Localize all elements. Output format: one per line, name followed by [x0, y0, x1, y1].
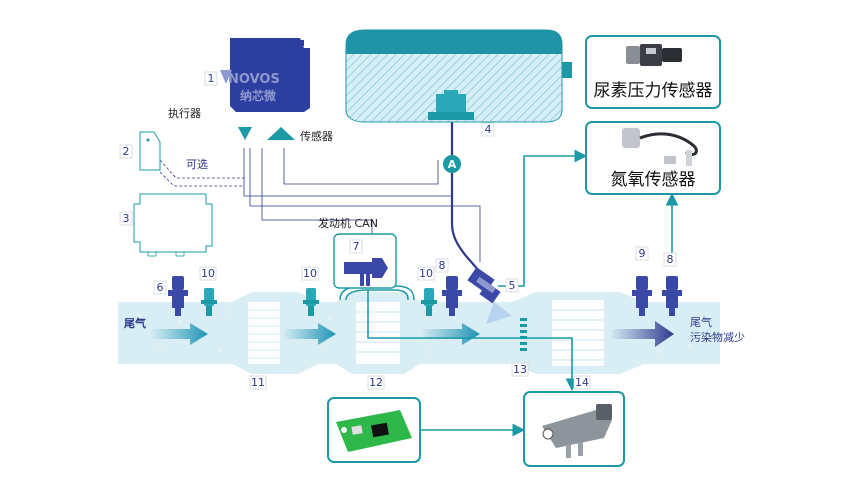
- tag-1: 1: [208, 72, 215, 85]
- tag-7: 7: [353, 240, 360, 253]
- tag-10-b: 10: [303, 267, 317, 280]
- optional-module: [139, 131, 161, 171]
- doc-substrate: [248, 302, 280, 364]
- scr-substrate: [552, 300, 604, 366]
- sensor-8-a: [442, 276, 462, 316]
- sensor-10-b: [303, 288, 319, 316]
- pcb-board-image: [336, 410, 412, 452]
- sensor-10-c: [421, 288, 437, 316]
- urea-pressure-label: 尿素压力传感器: [594, 81, 713, 101]
- sensor-6: [168, 276, 188, 316]
- tag-5: 5: [509, 279, 516, 292]
- urea-line: [450, 118, 481, 273]
- urea-tank: [345, 29, 572, 123]
- point-a: A: [443, 155, 461, 173]
- tag-10-c: 10: [419, 267, 433, 280]
- tag-14: 14: [575, 376, 589, 389]
- sensor-9: [632, 276, 652, 316]
- actuator-arrow-icon: [238, 127, 252, 140]
- signal-lines: [159, 148, 481, 262]
- sensor-arrow-icon: [267, 127, 295, 140]
- dp-sensor-product-box: [523, 391, 625, 467]
- tag-6: 6: [157, 281, 164, 294]
- tag-13: 13: [513, 363, 527, 376]
- svg-text:A: A: [448, 158, 457, 171]
- exhaust-out-label-2: 污染物减少: [690, 330, 745, 344]
- number-tags: 1 2 3 4 5 6 7 8 8 9 10 10 10 11 12 13 14: [119, 71, 677, 390]
- brand-logo-text: NOVOS: [228, 72, 280, 87]
- engine-can-label: 发动机 CAN: [318, 216, 378, 230]
- sensor-label: 传感器: [300, 130, 333, 143]
- tag-12: 12: [369, 376, 383, 389]
- tag-3: 3: [123, 212, 130, 225]
- actuator-label: 执行器: [168, 106, 201, 120]
- tag-11: 11: [251, 376, 265, 389]
- dpf-substrate: [356, 302, 400, 364]
- optional-label: 可选: [186, 158, 208, 171]
- urea-doser: [467, 267, 512, 324]
- sensor-8-b: [662, 276, 682, 316]
- teal-links: [367, 149, 679, 437]
- urea-pressure-sensor-box: 尿素压力传感器: [585, 35, 721, 109]
- tag-9: 9: [639, 247, 646, 260]
- exhaust-in-label: 尾气: [123, 316, 146, 330]
- sensor-10-a: [201, 288, 217, 316]
- dp-sensor-image: [542, 404, 612, 458]
- flow-arrows: [150, 321, 674, 347]
- exhaust-out-label-1: 尾气: [690, 315, 712, 329]
- ecu: NOVOS 纳芯微: [220, 38, 310, 112]
- tag-8-a: 8: [439, 259, 446, 272]
- pressure-sensor-image: [626, 44, 682, 66]
- nox-sensor-image: [622, 128, 698, 166]
- nox-sensor-box: 氮氧传感器: [585, 121, 721, 195]
- tag-2: 2: [123, 145, 130, 158]
- brand-logo-cn: 纳芯微: [240, 88, 277, 103]
- tag-10-a: 10: [201, 267, 215, 280]
- nox-sensor-label: 氮氧传感器: [611, 170, 696, 190]
- tag-8-b: 8: [667, 253, 674, 266]
- dp-sensor-box: [333, 233, 397, 289]
- control-unit-outline: [133, 193, 213, 257]
- tag-4: 4: [485, 123, 492, 136]
- pcb-box: [327, 397, 421, 463]
